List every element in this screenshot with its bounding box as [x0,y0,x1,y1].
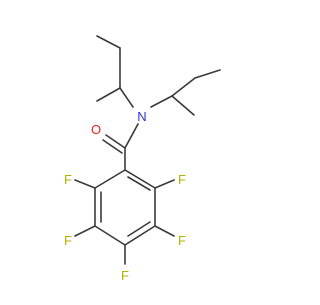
ring-bond-6 [94,169,126,189]
bond-n-carbonyl [124,123,139,149]
fluorine-label-meta-left: F [64,233,72,248]
ring-double-bond-1 [127,176,151,191]
ring-bond-3 [124,225,156,246]
bond-ch-methyl-right [171,95,195,116]
fluorine-label-ortho-left: F [64,172,72,187]
bond-ch-ch2-right [171,77,196,97]
structure-diagram: O N F F F F F [64,35,221,283]
bonds [74,35,221,265]
ring-bond-4 [94,225,126,246]
bond-ch-n-left [119,87,134,108]
atom-labels: O N F F F F F [64,109,186,283]
bond-carbonyl-o-b [102,139,123,154]
bond-cf-ortho-left [74,179,96,189]
bond-ch-methyl-left [96,87,121,102]
molecule-canvas: O N F F F F F [64,35,221,283]
bond-carbonyl-o-a [105,134,126,149]
fluorine-label-para: F [121,268,129,283]
ring-double-bond-2 [127,221,151,237]
oxygen-label: O [91,122,101,137]
bond-ethyl-ch3-ch2-left [96,35,121,49]
nitrogen-label: N [137,109,146,124]
ring-bond-1 [124,169,156,189]
bond-cf-meta-left [74,225,96,237]
fluorine-label-ortho-right: F [178,172,186,187]
bond-ch2-ch3-right [194,69,221,79]
bond-n-ch-right [150,95,173,108]
fluorine-label-meta-right: F [178,233,186,248]
bond-cf-ortho-right [154,179,175,189]
bond-cf-meta-right [154,225,175,237]
